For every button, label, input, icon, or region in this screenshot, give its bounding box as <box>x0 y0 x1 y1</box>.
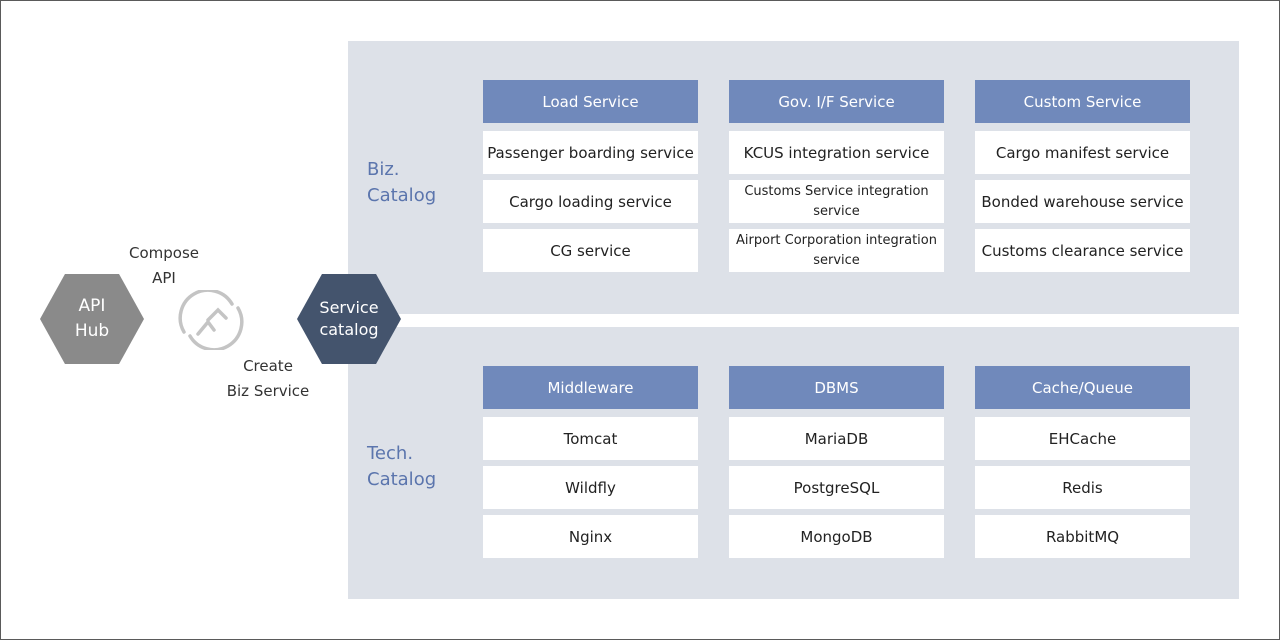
dbms-column: DBMS MariaDB PostgreSQL MongoDB <box>729 366 944 558</box>
biz-catalog-panel: Biz. Catalog Load Service Passenger boar… <box>348 41 1239 314</box>
refresh-cycle-icon <box>178 290 244 350</box>
column-header: DBMS <box>729 366 944 409</box>
service-item: Airport Corporation integration service <box>729 229 944 272</box>
tech-item: MariaDB <box>729 417 944 460</box>
service-item: Customs clearance service <box>975 229 1190 272</box>
create-label-line2: Biz Service <box>226 382 310 400</box>
create-biz-service-label: Create Biz Service <box>224 354 312 404</box>
middleware-column: Middleware Tomcat Wildfly Nginx <box>483 366 698 558</box>
service-catalog-label-line2: catalog <box>319 320 379 339</box>
tech-item: Wildfly <box>483 466 698 509</box>
service-catalog-label-line1: Service <box>319 298 379 317</box>
tech-item: EHCache <box>975 417 1190 460</box>
column-header: Gov. I/F Service <box>729 80 944 123</box>
tech-item: Redis <box>975 466 1190 509</box>
biz-title-line2: Catalog <box>367 185 437 206</box>
gov-if-service-column: Gov. I/F Service KCUS integration servic… <box>729 80 944 272</box>
column-header: Middleware <box>483 366 698 409</box>
column-header: Load Service <box>483 80 698 123</box>
tech-item: PostgreSQL <box>729 466 944 509</box>
compose-label-line2: API <box>152 269 176 287</box>
compose-api-label: Compose API <box>124 241 204 291</box>
tech-title-line1: Tech. <box>367 443 414 464</box>
service-item: KCUS integration service <box>729 131 944 174</box>
service-item: CG service <box>483 229 698 272</box>
column-header: Cache/Queue <box>975 366 1190 409</box>
cache-queue-column: Cache/Queue EHCache Redis RabbitMQ <box>975 366 1190 558</box>
service-catalog-hexagon: Service catalog <box>297 274 401 364</box>
api-hub-label-line2: Hub <box>74 321 110 341</box>
tech-item: RabbitMQ <box>975 515 1190 558</box>
create-label-line1: Create <box>243 357 293 375</box>
load-service-column: Load Service Passenger boarding service … <box>483 80 698 272</box>
custom-service-column: Custom Service Cargo manifest service Bo… <box>975 80 1190 272</box>
biz-catalog-title: Biz. Catalog <box>367 157 436 209</box>
tech-catalog-title: Tech. Catalog <box>367 441 436 493</box>
tech-title-line2: Catalog <box>367 469 437 490</box>
compose-label-line1: Compose <box>128 244 199 262</box>
service-item: Customs Service integration service <box>729 180 944 223</box>
api-hub-hexagon: API Hub <box>40 274 144 364</box>
service-item: Cargo manifest service <box>975 131 1190 174</box>
api-hub-label-line1: API <box>78 296 106 316</box>
column-header: Custom Service <box>975 80 1190 123</box>
tech-catalog-panel: Tech. Catalog Middleware Tomcat Wildfly … <box>348 327 1239 599</box>
service-item: Cargo loading service <box>483 180 698 223</box>
tech-item: Tomcat <box>483 417 698 460</box>
service-item: Bonded warehouse service <box>975 180 1190 223</box>
tech-item: Nginx <box>483 515 698 558</box>
service-item: Passenger boarding service <box>483 131 698 174</box>
tech-item: MongoDB <box>729 515 944 558</box>
biz-title-line1: Biz. <box>367 159 400 180</box>
